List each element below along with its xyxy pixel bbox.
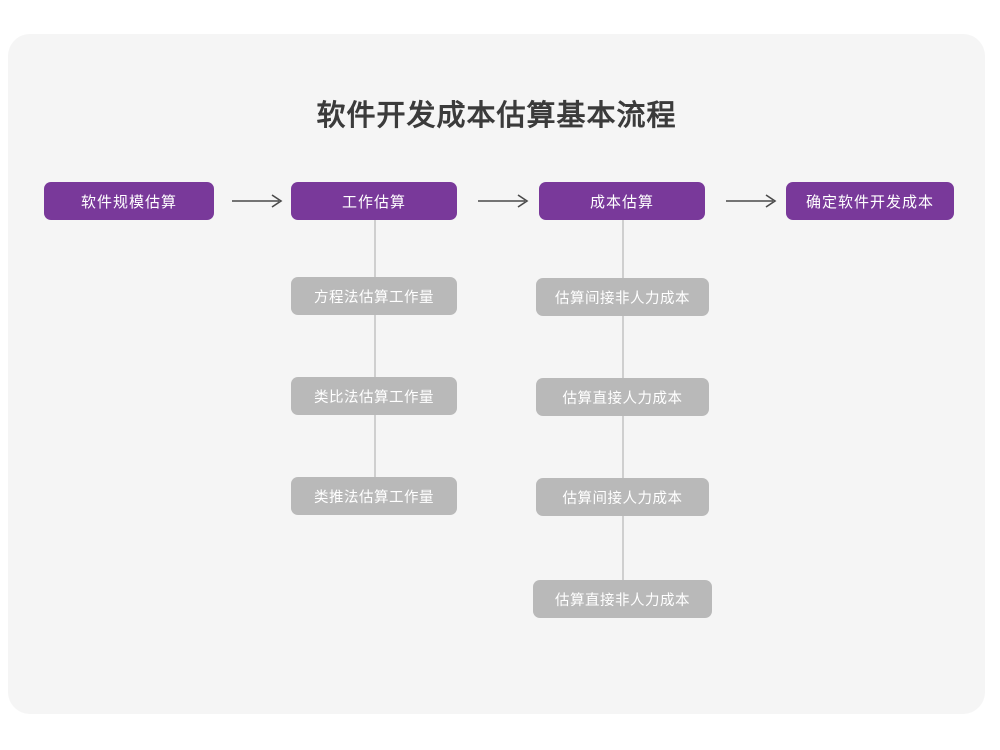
flow-substep-label: 估算间接非人力成本 [555,290,690,307]
flow-step-cost-estimation[interactable]: 成本估算 [539,182,705,220]
flow-step-label: 确定软件开发成本 [805,193,934,211]
flow-substep-label: 估算间接人力成本 [562,490,683,507]
flow-substep-label: 方程法估算工作量 [314,289,434,306]
flow-step-label: 工作估算 [341,193,406,211]
diagram-canvas: 软件开发成本估算基本流程 软件规模估算 工作估算 成本估算 [8,34,985,714]
flow-step-label: 成本估算 [589,193,654,211]
flow-substep-label: 类推法估算工作量 [314,489,434,506]
flow-step-determine-development-cost[interactable]: 确定软件开发成本 [786,182,954,220]
flow-arrow-1 [224,186,294,216]
flow-substep-label: 类比法估算工作量 [314,389,434,406]
flow-substep-inference-method-workload[interactable]: 类推法估算工作量 [291,477,457,515]
flow-substep-analogy-method-workload[interactable]: 类比法估算工作量 [291,377,457,415]
flow-substep-indirect-nonlabor-cost[interactable]: 估算间接非人力成本 [536,278,709,316]
flowchart: 软件规模估算 工作估算 成本估算 确定软 [8,34,985,714]
flow-step-label: 软件规模估算 [80,193,177,211]
page-title: 软件开发成本估算基本流程 [316,100,677,132]
flow-step-software-scale-estimation[interactable]: 软件规模估算 [44,182,214,220]
flow-substep-indirect-labor-cost[interactable]: 估算间接人力成本 [536,478,709,516]
flow-substep-direct-labor-cost[interactable]: 估算直接人力成本 [536,378,709,416]
flow-substep-direct-nonlabor-cost[interactable]: 估算直接非人力成本 [533,580,712,618]
flow-arrow-3 [718,186,788,216]
flow-substep-label: 估算直接人力成本 [562,390,683,407]
flow-substep-equation-method-workload[interactable]: 方程法估算工作量 [291,277,457,315]
connector-line-work [374,212,376,514]
flow-substep-label: 估算直接非人力成本 [555,592,690,609]
flow-step-work-estimation[interactable]: 工作估算 [291,182,457,220]
flow-arrow-2 [470,186,540,216]
